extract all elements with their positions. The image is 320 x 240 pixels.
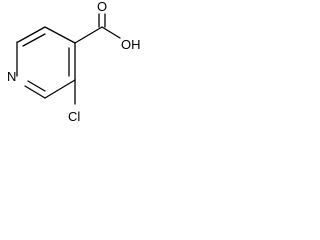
chlorine-label: Cl bbox=[68, 109, 80, 124]
bond-c5-c6 bbox=[44, 79, 76, 99]
inner-double-bond-bottom bbox=[27, 80, 46, 92]
bond-c3-c4 bbox=[44, 26, 76, 44]
chemical-structure: N O OH Cl bbox=[7, 0, 141, 124]
bond-ring-to-carboxyl bbox=[74, 26, 103, 44]
carbonyl-oxygen-label: O bbox=[97, 0, 107, 14]
bond-c2-c3 bbox=[17, 26, 46, 43]
inner-double-bond-top bbox=[22, 33, 46, 47]
bond-c6-n bbox=[24, 85, 46, 99]
nitrogen-label: N bbox=[7, 69, 16, 84]
bond-carboxyl-oh bbox=[101, 26, 121, 39]
hydroxyl-label: OH bbox=[121, 37, 141, 52]
structure-canvas: N O OH Cl bbox=[0, 0, 164, 138]
